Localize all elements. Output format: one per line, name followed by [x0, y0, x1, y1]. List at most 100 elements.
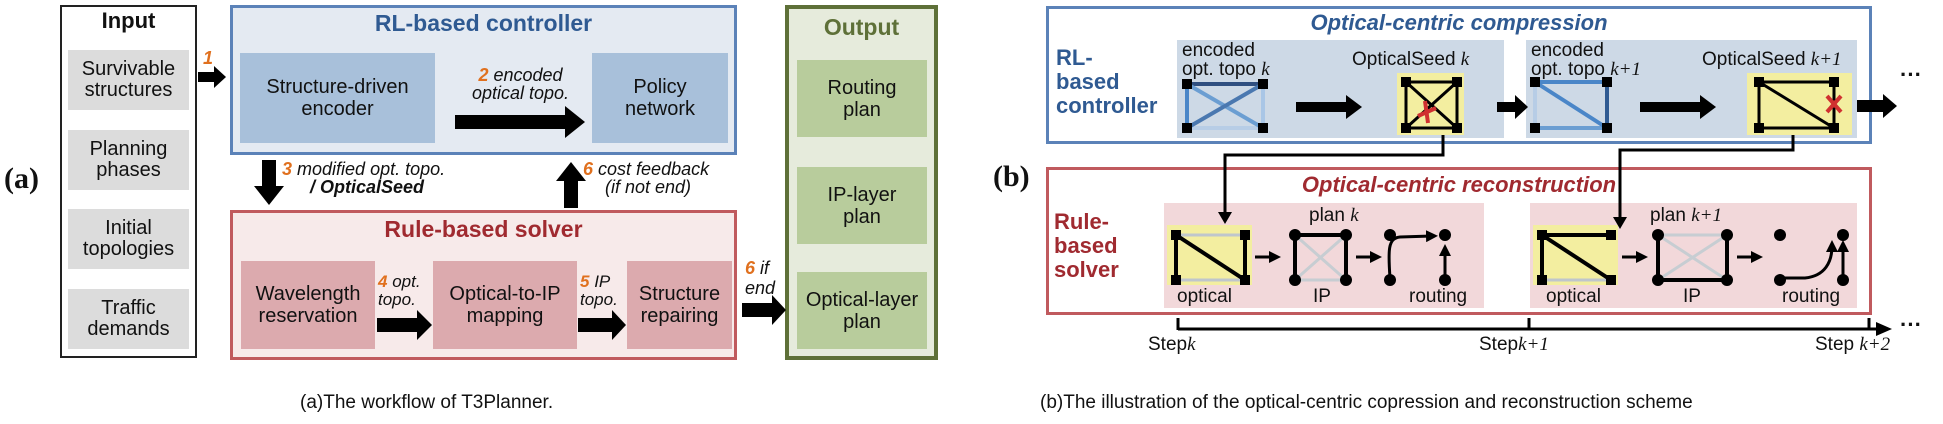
wavelength-line1: Wavelength — [255, 283, 361, 305]
arrow-4 — [377, 310, 432, 340]
output-item-line1: Routing — [827, 76, 897, 99]
removed-edge-mark-icon — [1417, 100, 1437, 124]
input-item-line1: Planning — [89, 138, 168, 160]
ip-k1-graph — [1652, 229, 1733, 286]
output-item-line2: plan — [843, 98, 881, 121]
rl-controller-title: RL-based controller — [374, 10, 593, 36]
compression-arrow-1 — [1296, 95, 1362, 119]
side-label-line: controller — [1056, 93, 1158, 118]
arrow-6-end-line2: end — [745, 278, 776, 298]
opticalseed-k1-label: OpticalSeed k+1 — [1702, 50, 1842, 69]
compression-ellipsis: ··· — [1900, 62, 1922, 87]
optical-k-label: optical — [1177, 286, 1232, 307]
plan-k1-var: k+1 — [1691, 205, 1722, 226]
arrow-3-label: 3 modified opt. topo. / OpticalSeed — [282, 160, 445, 196]
enc-k1-line2: opt. topo — [1531, 59, 1605, 80]
policy-line2: network — [624, 98, 696, 120]
timeline-step-k2: Step k+2 — [1815, 334, 1890, 356]
rule-based-solver-title: Rule-based solver — [384, 216, 583, 242]
enc-k-line1: encoded — [1182, 40, 1255, 61]
encoded-topo-k-label: encoded opt. topo k — [1182, 41, 1270, 79]
seed-k1-var: k+1 — [1810, 49, 1842, 70]
arrow-2-label: 2 encoded optical topo. — [458, 66, 583, 102]
policy-line1: Policy — [633, 76, 687, 98]
routing-k1-graph — [1774, 229, 1849, 286]
optical-k1-label: optical — [1546, 286, 1601, 307]
input-item-line2: demands — [87, 318, 170, 340]
opticalseed-k1-graph — [1754, 77, 1843, 133]
seed-k-to-optical-connector — [1218, 135, 1445, 224]
arrow-4-line1: opt. — [392, 272, 421, 291]
enc-k1-var: k+1 — [1610, 59, 1641, 80]
side-label-line: RL- — [1056, 45, 1093, 70]
seed-k1-text: OpticalSeed — [1702, 49, 1806, 70]
encoded-topo-k1-graph — [1530, 77, 1612, 133]
encoder-line2: encoder — [301, 98, 374, 120]
arrow-3-line2: / OpticalSeed — [310, 177, 425, 197]
enc-k-var: k — [1261, 59, 1270, 80]
arrow-5-line2: topo. — [580, 290, 618, 309]
output-item-line2: plan — [843, 205, 881, 228]
ip-k-label: IP — [1313, 286, 1331, 307]
arrow-2-line1: encoded — [493, 65, 563, 85]
rl-controller-side-label: RL- based controller — [1056, 46, 1157, 118]
arrow-6-end-number: 6 — [745, 258, 756, 278]
removed-edge-cross-icon — [1825, 94, 1843, 114]
enc-k1-line1: encoded — [1531, 40, 1604, 61]
arrow-1-number: 1 — [203, 48, 214, 68]
ip-k1-label: IP — [1683, 286, 1701, 307]
seed-k1-to-optical-connector — [1613, 135, 1795, 229]
arrow-1 — [198, 66, 226, 88]
arrow-6-end-line1: if — [760, 258, 770, 278]
reconstruction-title: Optical-centric reconstruction — [1301, 172, 1617, 197]
input-item-line1: Initial — [105, 217, 152, 239]
arrow-6-end-label: 6 if end — [745, 258, 775, 298]
arrow-4-number: 4 — [378, 272, 388, 291]
panel-b-letter: (b) — [993, 160, 1030, 193]
input-item-line1: Survivable — [81, 58, 176, 80]
optical-k1-graph — [1537, 230, 1616, 285]
timeline-step-k: Stepk — [1148, 334, 1196, 356]
arrow-3-down — [254, 160, 284, 205]
arrow-6-line2: (if not end) — [605, 177, 692, 197]
step-timeline — [1176, 318, 1892, 336]
panel-a-letter: (a) — [4, 162, 39, 195]
input-item-line2: structures — [84, 79, 173, 101]
arrow-6-line1: cost feedback — [598, 159, 710, 179]
arrow-5 — [578, 310, 626, 340]
arrow-4-label: 4 opt. topo. — [378, 273, 421, 309]
rule-solver-side-label: Rule- based solver — [1054, 210, 1119, 282]
opticalseed-k-label: OpticalSeed k — [1352, 50, 1469, 69]
seed-k-var: k — [1460, 49, 1470, 70]
step-var: k — [1187, 334, 1196, 355]
arrow-6-number: 6 — [583, 159, 594, 179]
step-text: Step — [1815, 334, 1855, 355]
mapping-line2: mapping — [466, 305, 544, 327]
repairing-line2: repairing — [640, 305, 719, 327]
compression-title: Optical-centric compression — [1310, 10, 1608, 35]
plan-k1-text: plan — [1650, 205, 1686, 226]
plan-k1-label: plan k+1 — [1650, 206, 1722, 225]
arrow-4-line2: topo. — [378, 290, 416, 309]
arrow-3-number: 3 — [282, 159, 293, 179]
side-label-line: based — [1056, 69, 1120, 94]
encoded-topo-k1-label: encoded opt. topo k+1 — [1531, 41, 1641, 79]
step-var: k+2 — [1859, 334, 1891, 355]
step-text: Step — [1148, 334, 1188, 355]
opticalseed-k-graph — [1401, 77, 1462, 133]
encoded-topo-k-graph — [1182, 79, 1268, 133]
arrow-2-number: 2 — [478, 65, 489, 85]
arrow-5-label: 5 IP topo. — [580, 273, 618, 309]
